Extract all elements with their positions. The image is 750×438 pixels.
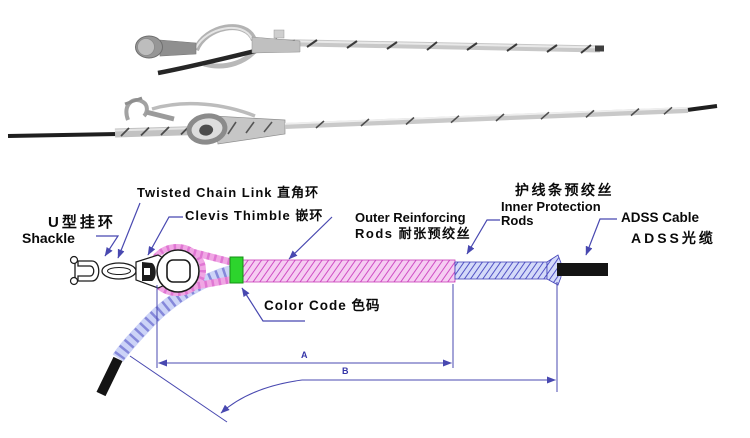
cable-tail [96, 356, 123, 397]
rod-right-twist-marks [315, 106, 673, 129]
upper-strand [151, 101, 256, 118]
label-inner-rods-cn: 护线条预绞丝 [515, 182, 614, 198]
hardware-drawing [69, 249, 200, 293]
dimension-lines [129, 282, 558, 423]
link-bar [145, 109, 175, 122]
leader-lines [96, 202, 617, 322]
inner-rods-curve-twist [113, 265, 235, 362]
label-outer-rods-line2: Rods 耐张预绞丝 [355, 225, 472, 241]
pin-head-face [137, 38, 155, 56]
inner-rods-flare [546, 254, 562, 286]
leader-inner-rods [466, 219, 500, 255]
cable-tip-right [687, 104, 718, 112]
rod-tip [595, 45, 604, 52]
label-clevis-thimble: Clevis Thimble 嵌环 [185, 208, 324, 223]
label-inner-rods-en2: Rods [501, 213, 534, 228]
rod-bundle-neck [251, 36, 301, 54]
adss-cable-bar [557, 263, 608, 276]
shackle-bow-drawing [77, 260, 100, 282]
outer-rods-strand-top-twist [179, 245, 236, 267]
rod-highlight [254, 39, 601, 49]
outer-reinforcing-rods-band [241, 259, 456, 283]
angle-arc [220, 379, 303, 414]
twisted-chain-link-inner [107, 267, 131, 275]
cone-twist-marks [227, 121, 273, 135]
shackle-pin-top [69, 255, 79, 265]
leader-color-code [241, 287, 305, 322]
label-shackle-cn: U型挂环 [48, 214, 116, 231]
label-dimension-b: B [342, 366, 349, 376]
inner-protection-rods-band [454, 261, 548, 280]
leader-adss-cable [585, 218, 617, 256]
label-adss-cable-cn: ADSS光缆 [631, 230, 716, 246]
clevis-mark-notch [144, 268, 150, 275]
leader-shackle [96, 235, 120, 257]
pin-shaft [159, 39, 197, 57]
label-outer-rods: Outer Reinforcing Rods 耐张预绞丝 [355, 210, 471, 241]
label-inner-rods-en1: Inner Protection [501, 199, 601, 214]
shackle-pin [124, 96, 143, 106]
helical-rod-right [284, 107, 689, 129]
angle-tangent-line [129, 355, 228, 423]
label-outer-rods-line1: Outer Reinforcing [355, 210, 466, 225]
label-color-code: Color Code 色码 [264, 298, 381, 313]
color-code-band [229, 256, 244, 284]
leader-outer-rods [288, 216, 333, 260]
thimble-hole-drawing [166, 259, 191, 283]
label-adss-cable-en: ADSS Cable [621, 210, 700, 225]
label-twisted-chain-link: Twisted Chain Link 直角环 [137, 185, 320, 200]
label-dimension-a: A [301, 350, 308, 360]
leader-twisted-chain-link [117, 202, 141, 259]
technical-drawing [69, 202, 617, 423]
loop-highlight [195, 26, 253, 49]
cable-left [7, 132, 119, 138]
shackle-pin-bottom [69, 276, 79, 286]
photo-preformed-deadend-top [135, 24, 604, 76]
photo-preformed-deadend-side [7, 96, 718, 145]
fitting-tab [273, 29, 285, 39]
leader-clevis-thimble [147, 216, 183, 256]
thimble-eye [186, 113, 228, 145]
rod-right-highlight [284, 106, 689, 125]
label-shackle-en: Shackle [22, 230, 75, 246]
outer-rods-wrap-twist [148, 244, 206, 296]
